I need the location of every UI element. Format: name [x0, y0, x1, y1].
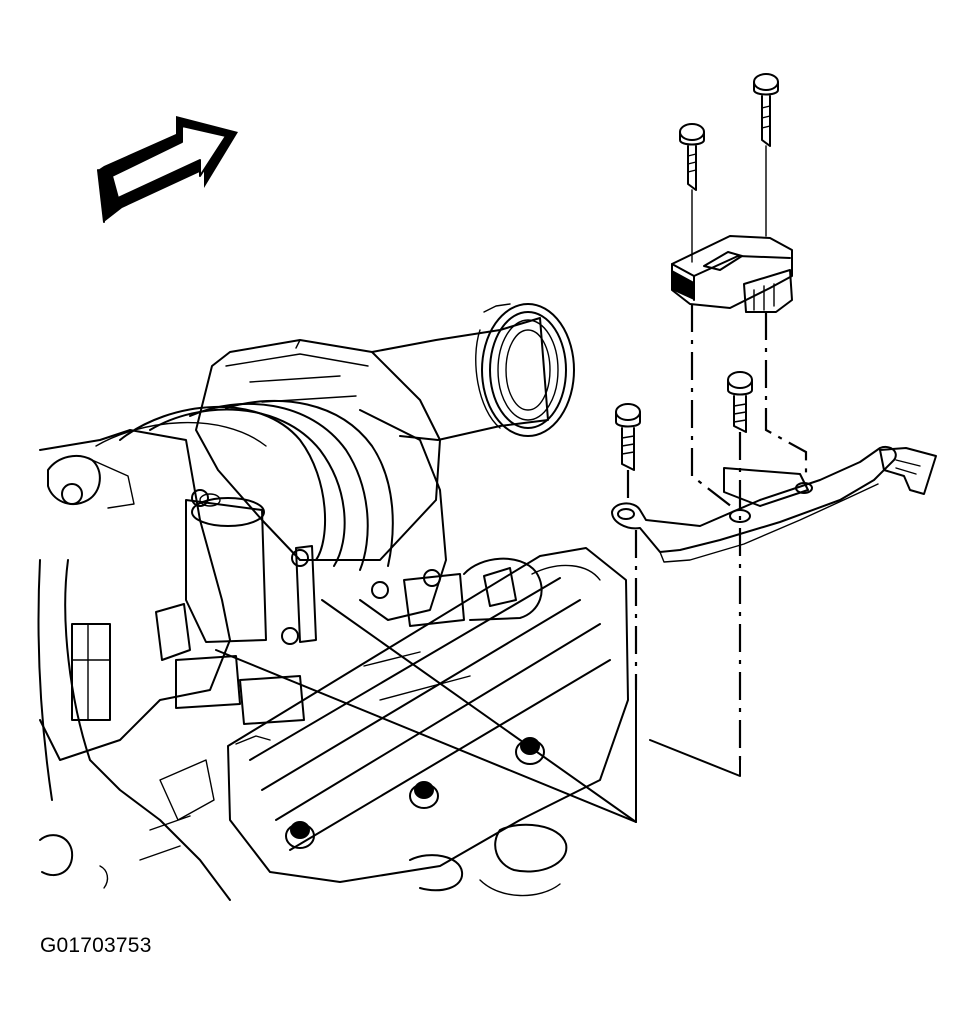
valve-cover [139, 547, 629, 897]
leader-lines [215, 599, 741, 823]
figure-id-label: G01703753 [40, 934, 152, 957]
alignment-lines [626, 145, 808, 760]
mounting-bracket [611, 446, 937, 563]
front-direction-arrow-icon [97, 116, 238, 223]
control-module [671, 235, 793, 313]
bracket-bolt-left [615, 403, 641, 471]
bracket-bolt-center [727, 371, 753, 433]
module-bolt-right [753, 73, 779, 147]
supercharger-assembly [37, 303, 601, 901]
module-bolt-left [679, 123, 705, 191]
